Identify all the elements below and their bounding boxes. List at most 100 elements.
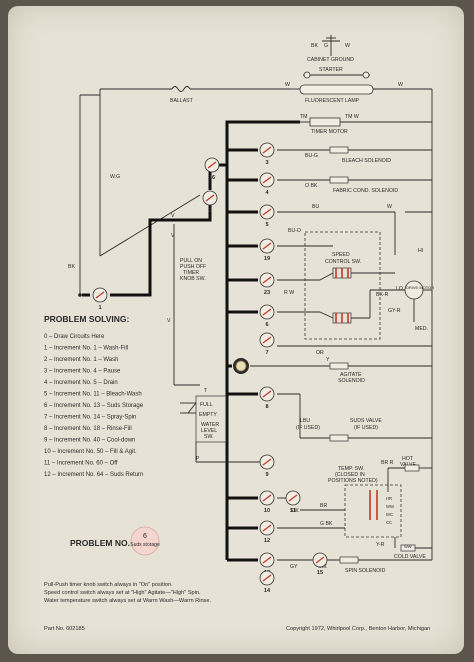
- wire-rw-label: R W: [284, 290, 294, 296]
- temp-col-hr: HR: [386, 496, 392, 501]
- wire-buo-label: BU-O: [288, 228, 301, 234]
- timer-switch-1: 1: [92, 287, 108, 311]
- cold-valve-label: COLD VALVE: [394, 554, 426, 560]
- wire-v1-label: V: [171, 213, 175, 219]
- wire-br-label: BR: [320, 503, 327, 509]
- problem-number-badge: 6 Suds storage: [130, 526, 160, 556]
- wire-ww-label: WW: [404, 544, 412, 549]
- wire-v2-label: V: [171, 233, 175, 239]
- switch-number-15: 15: [317, 570, 323, 576]
- main-wiring: W.G BK TM: [68, 94, 434, 574]
- footer-note-3: Water temperature switch always set at W…: [44, 598, 211, 604]
- lbu-if-used-label: (IF USED): [296, 425, 320, 431]
- timer-switch-15: 15: [312, 552, 328, 576]
- switch-number-1: 1: [98, 305, 101, 311]
- temp-sw-label: TEMP. SW.: [338, 466, 364, 472]
- wire-v3-label: V: [167, 318, 171, 324]
- paper-card: [8, 6, 464, 654]
- timer-switch-8: 8: [259, 386, 275, 410]
- switch-number-4: 4: [265, 190, 269, 196]
- wire-gyr-label: GY-R: [388, 308, 401, 314]
- timer-switch-23: 23: [259, 272, 275, 296]
- wire-w-bu-label: W: [387, 204, 392, 210]
- switch-number-14: 14: [264, 588, 271, 594]
- suds-if-used-label: (IF USED): [354, 425, 378, 431]
- temp-col-ww: WW: [386, 504, 394, 509]
- fluorescent-lamp-label: FLUORESCENT LAMP: [305, 98, 360, 104]
- wire-brr-label: BR R: [381, 460, 394, 466]
- wire-color-g: G: [324, 43, 328, 49]
- timer-switch-9: 9: [259, 454, 275, 478]
- temp-col-cc: CC: [386, 520, 392, 525]
- knob-sw-label: KNOB SW.: [180, 276, 206, 282]
- wire-gbk-label: G BK: [320, 521, 333, 527]
- spin-sw-label: SW.: [318, 564, 328, 570]
- wire-lo-label: LO: [396, 286, 403, 292]
- agitate-label: AGITATE: [340, 372, 362, 378]
- wire-w-right: W: [398, 82, 403, 88]
- footer: Pull-Push timer knob switch always in "O…: [44, 582, 430, 632]
- footer-note-1: Pull-Push timer knob switch always in "O…: [44, 582, 173, 588]
- timer-switches: 123456789101112131415161923: [92, 142, 328, 594]
- wire-bkr-label: BK-R: [376, 292, 389, 298]
- timer-switch-16: 16: [204, 157, 220, 181]
- switch-number-16: 16: [209, 175, 215, 181]
- switch-number-19: 19: [264, 256, 270, 262]
- wire-t-label: T: [204, 388, 208, 394]
- starter-label: STARTER: [319, 67, 343, 73]
- wire-lbu-label: LBU: [300, 418, 310, 424]
- wire-color-bk: BK: [311, 43, 318, 49]
- wire-or-label: OR: [316, 350, 324, 356]
- switch-number-11: 11: [290, 508, 296, 514]
- bleach-solenoid-label: BLEACH SOLENOID: [342, 158, 391, 164]
- full-label: FULL: [200, 402, 213, 408]
- problem-item-3: 3 – Increment No. 4 – Pause: [44, 369, 121, 375]
- hot-label: HOT: [402, 456, 414, 462]
- wire-w-left: W: [285, 82, 290, 88]
- switch-number-2: 2: [208, 208, 211, 214]
- problem-item-11: 11 – Increment No. 60 – Off: [44, 461, 118, 467]
- temp-branch-sw-label: SW.: [290, 508, 300, 514]
- problem-item-12: 12 – Increment No. 64 – Suds Return: [44, 472, 143, 478]
- part-number: Part No. 602185: [44, 626, 85, 632]
- timer-switch-3: 3: [259, 142, 275, 166]
- timer-switch-4: 4: [259, 172, 275, 196]
- wire-tmw-label: TM W: [345, 114, 359, 120]
- problem-no-label: PROBLEM NO.: [70, 538, 130, 548]
- push-off-label: PUSH OFF: [180, 264, 206, 270]
- switch-number-9: 9: [265, 472, 268, 478]
- problem-number-value: 6: [143, 533, 147, 540]
- water-level-sw-label: SW.: [204, 434, 214, 440]
- cabinet-ground-label: CABINET GROUND: [307, 57, 354, 63]
- wire-color-w: W: [345, 43, 350, 49]
- problem-item-7: 7 – Increment No. 14 – Spray-Spin: [44, 415, 136, 421]
- timer-switch-6: 6: [259, 304, 275, 328]
- timer-switch-12: 12: [259, 520, 275, 544]
- switch-number-6: 6: [265, 322, 268, 328]
- wire-wg-label: W.G: [110, 174, 120, 180]
- temp-col-wc: WC: [386, 512, 393, 517]
- ballast-label: BALLAST: [170, 98, 194, 104]
- spin-solenoid-label: SPIN SOLENOID: [345, 568, 386, 574]
- timer-motor-label: TIMER MOTOR: [311, 129, 348, 135]
- copyright: Copyright 1972, Whirlpool Corp., Benton …: [286, 626, 430, 632]
- problem-solving-panel: PROBLEM SOLVING: 0 – Draw Circuits Here1…: [44, 314, 144, 548]
- wire-p-label: P: [196, 456, 200, 462]
- timer-switch-11: 11: [285, 490, 301, 514]
- water-label: WATER: [201, 422, 219, 428]
- problem-solving-title: PROBLEM SOLVING:: [44, 314, 129, 324]
- timer-switch-14: 14: [259, 570, 275, 594]
- wire-yr-label: Y-R: [376, 542, 385, 548]
- problem-item-9: 9 – Increment No. 40 – Cool-down: [44, 438, 135, 444]
- timer-knob-switch[interactable]: [233, 358, 249, 374]
- wire-bk-label: BK: [68, 264, 75, 270]
- empty-label: EMPTY: [199, 412, 217, 418]
- positions-noted-label: POSITIONS NOTED): [328, 478, 378, 484]
- switch-number-5: 5: [265, 222, 268, 228]
- problem-item-8: 8 – Increment No. 18 – Rinse-Fill: [44, 426, 132, 432]
- problem-item-2: 2 – Increment No. 1 – Wash: [44, 357, 118, 363]
- problem-item-4: 4 – Increment No. 5 – Drain: [44, 380, 118, 386]
- switch-number-7: 7: [265, 350, 268, 356]
